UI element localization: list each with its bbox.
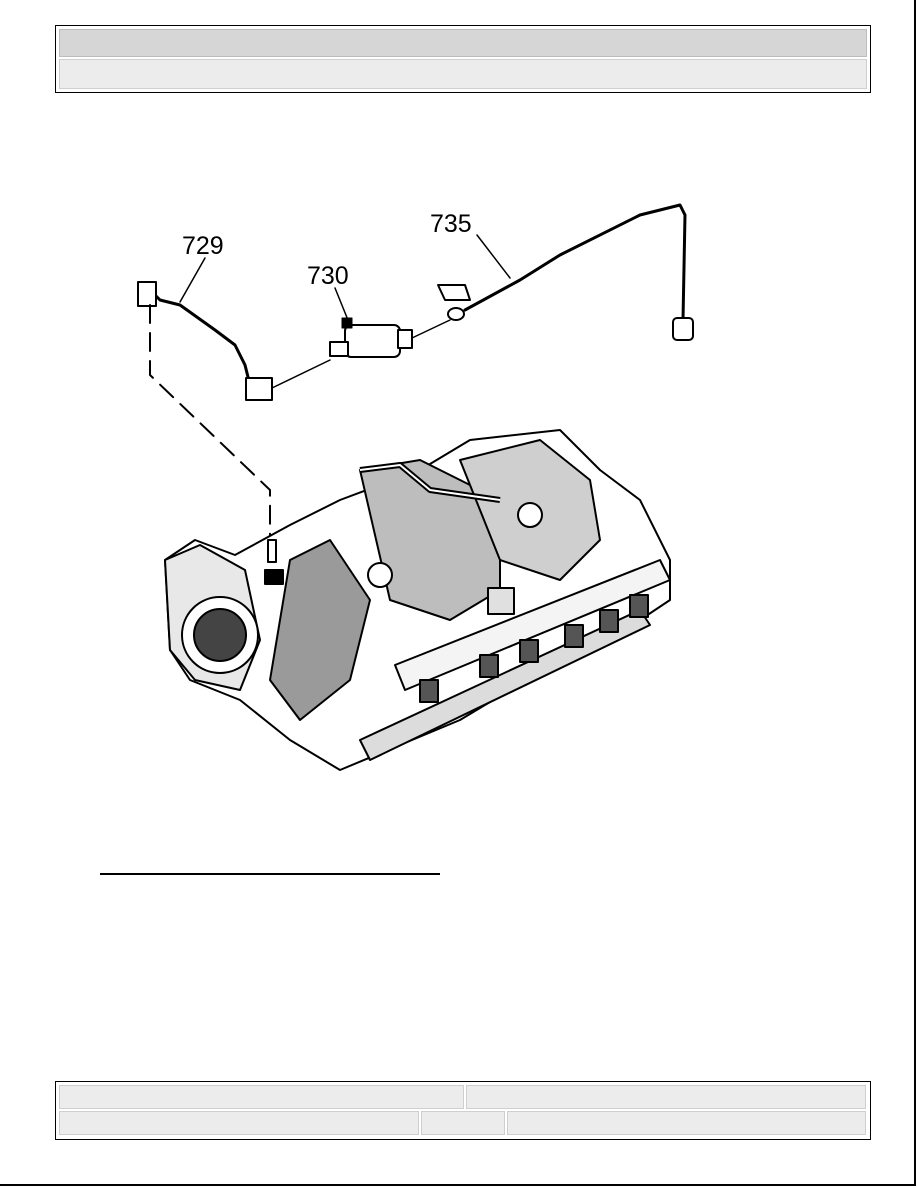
footer-cell [421,1111,505,1135]
header-title-bar [59,29,867,57]
diagram-svg: 729 730 735 [137,203,694,771]
section-rule [100,873,440,875]
hose-729-elbow [245,377,273,401]
callout-735: 735 [430,210,472,238]
header-subtitle-bar [59,59,867,89]
hose-735 [463,203,687,322]
callout-729: 729 [182,232,224,260]
valve-730 [344,324,401,358]
footer-cell [59,1111,419,1135]
page-footer [55,1081,871,1140]
engine-intake-diagram: 729 730 735 [100,190,820,790]
callout-730: 730 [307,262,349,290]
page-header [55,25,871,93]
intake-manifold [164,429,671,771]
hose-729-end-fitting [137,281,157,307]
footer-cell [466,1085,866,1109]
hose-729 [148,288,252,387]
footer-cell [59,1085,464,1109]
footer-cell [507,1111,866,1135]
